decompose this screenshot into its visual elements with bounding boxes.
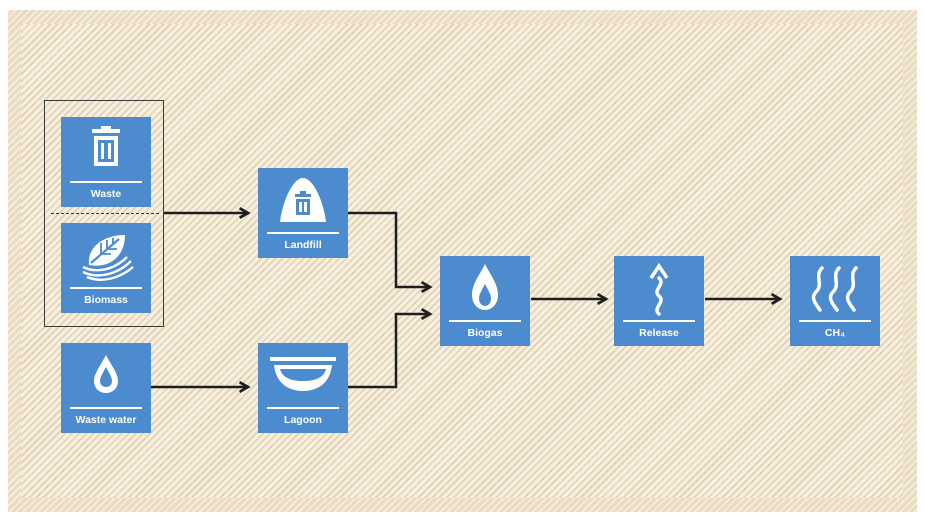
wavy-up-arrow-icon — [649, 262, 669, 316]
node-divider — [70, 407, 142, 409]
node-divider — [267, 407, 339, 409]
node-label-biogas: Biogas — [467, 327, 503, 339]
node-lagoon: Lagoon — [258, 343, 348, 433]
node-biogas: Biogas — [440, 256, 530, 346]
node-label-release: Release — [639, 327, 679, 339]
node-divider — [623, 320, 695, 322]
node-divider — [70, 181, 142, 183]
node-label-lagoon: Lagoon — [284, 414, 322, 426]
node-label-waste: Waste — [90, 188, 122, 200]
node-label-landfill: Landfill — [284, 239, 322, 251]
node-waste-water: Waste water — [61, 343, 151, 433]
edge-lagoon-to-biogas — [348, 314, 430, 389]
node-landfill: Landfill — [258, 168, 348, 258]
node-divider — [70, 287, 142, 289]
landfill-mound-icon — [280, 178, 326, 222]
node-divider — [267, 232, 339, 234]
lagoon-basin-icon — [270, 357, 336, 391]
node-divider — [449, 320, 521, 322]
node-biomass: Biomass — [61, 223, 151, 313]
group-divider — [51, 213, 159, 214]
node-waste: Waste — [61, 117, 151, 207]
heat-waves-icon — [811, 266, 858, 312]
waste-biomass-group — [44, 100, 164, 327]
node-label-ch4: CH₄ — [824, 327, 846, 339]
node-label-biomass: Biomass — [84, 294, 128, 306]
water-drop-icon — [94, 355, 118, 393]
node-divider — [799, 320, 871, 322]
node-label-waste-water: Waste water — [75, 414, 137, 426]
node-release: Release — [614, 256, 704, 346]
diagram-background — [21, 24, 903, 498]
trash-bin-icon — [92, 126, 120, 166]
leaf-icon — [82, 235, 134, 281]
edge-landfill-to-biogas — [348, 211, 430, 287]
flame-icon — [472, 264, 498, 310]
node-ch4: CH₄ — [790, 256, 880, 346]
